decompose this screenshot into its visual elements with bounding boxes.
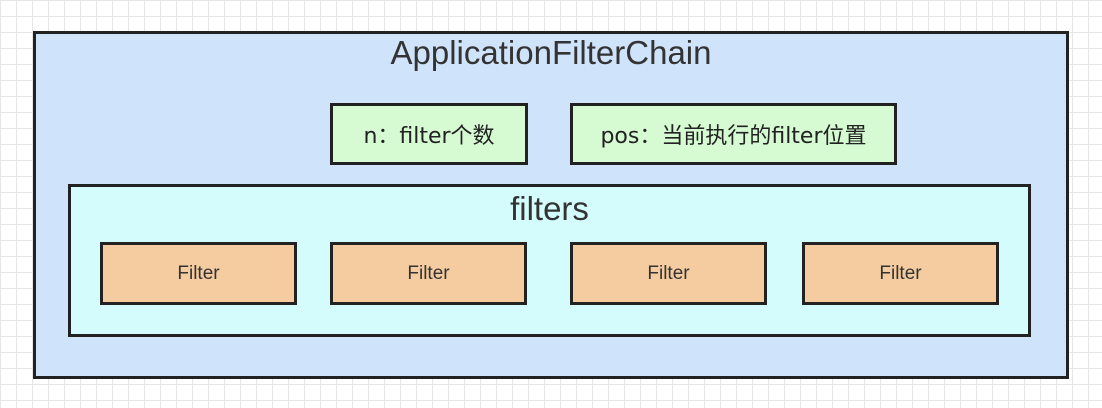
filter-box-3: Filter xyxy=(570,242,767,305)
filter-box-2: Filter xyxy=(330,242,527,305)
filter-box-4: Filter xyxy=(802,242,999,305)
filter-label: Filter xyxy=(407,262,450,284)
field-pos-box: pos：当前执行的filter位置 xyxy=(570,103,897,165)
field-pos-label: pos：当前执行的filter位置 xyxy=(600,124,867,149)
filter-label: Filter xyxy=(647,262,690,284)
filters-title: filters xyxy=(510,190,589,227)
filter-box-1: Filter xyxy=(100,242,297,305)
filter-label: Filter xyxy=(879,262,922,284)
field-n-box: n：filter个数 xyxy=(330,103,528,165)
chain-title: ApplicationFilterChain xyxy=(390,34,712,71)
filter-label: Filter xyxy=(177,262,220,284)
field-n-label: n：filter个数 xyxy=(363,124,495,149)
